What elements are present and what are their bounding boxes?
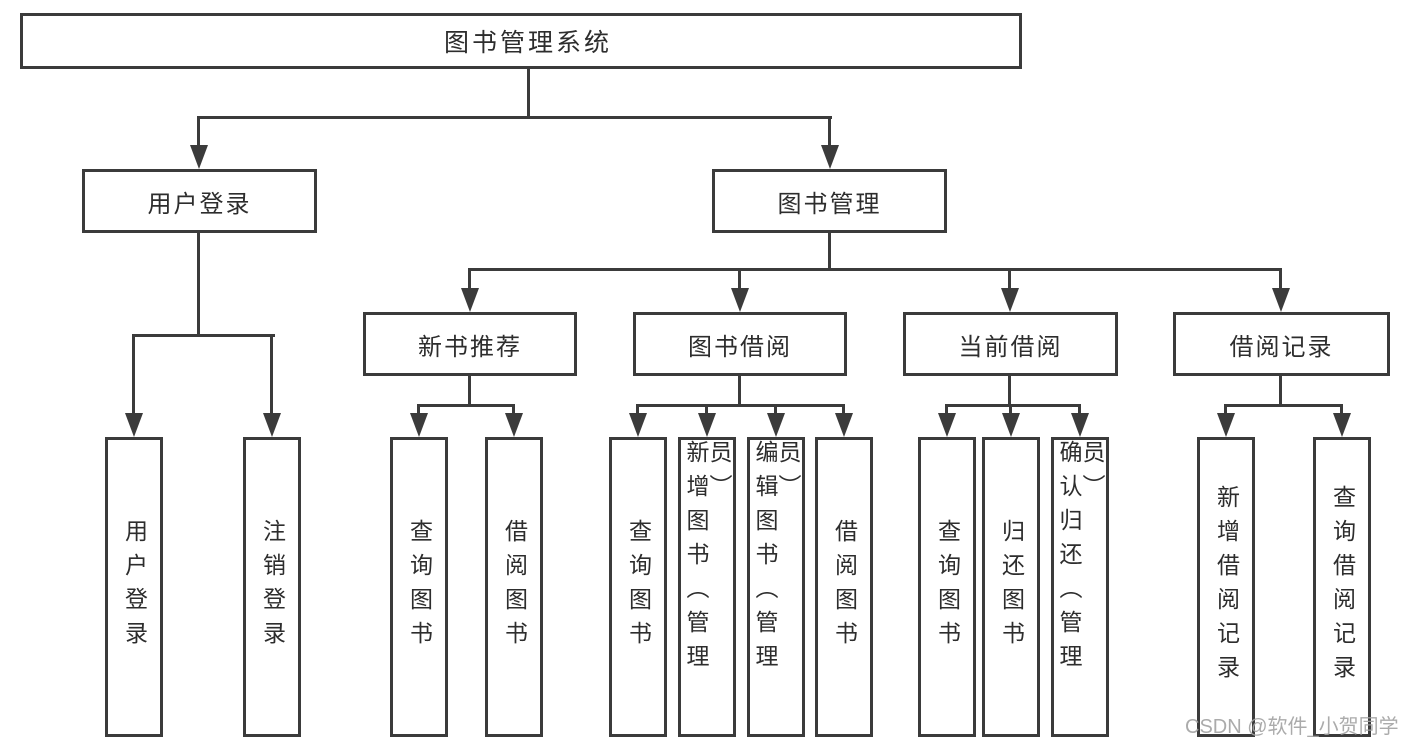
arrowhead-icon	[1333, 413, 1351, 437]
leaf-label: 新增借阅记录	[1213, 485, 1240, 689]
connector-line	[774, 404, 777, 413]
leaf-confirm-return-admin: 确认归还（管理员）	[1051, 437, 1109, 737]
connector-line	[1008, 376, 1011, 407]
node-borrowing-records: 借阅记录	[1173, 312, 1390, 376]
leaf-label: 查询图书	[406, 519, 433, 655]
leaf-return-books: 归还图书	[982, 437, 1040, 737]
node-book-borrowing: 图书借阅	[633, 312, 847, 376]
leaf-label: 查询图书	[934, 519, 961, 655]
connector-line	[469, 268, 1282, 271]
arrowhead-icon	[821, 145, 839, 169]
connector-line	[738, 268, 741, 288]
arrowhead-icon	[731, 288, 749, 312]
connector-line	[828, 116, 831, 145]
leaf-label: 用户登录	[121, 519, 148, 655]
connector-line	[468, 268, 471, 288]
connector-line	[1224, 404, 1227, 413]
leaf-label: 注销登录	[259, 519, 286, 655]
connector-line	[705, 404, 708, 413]
leaf-label: 编辑图书（管理员）	[752, 440, 801, 678]
leaf-query-books-current: 查询图书	[918, 437, 976, 737]
arrowhead-icon	[835, 413, 853, 437]
leaf-logout: 注销登录	[243, 437, 301, 737]
arrowhead-icon	[629, 413, 647, 437]
node-label: 图书管理	[777, 190, 882, 218]
leaf-query-borrow-record: 查询借阅记录	[1313, 437, 1371, 737]
connector-line	[945, 404, 948, 413]
connector-line	[842, 404, 845, 413]
leaf-label: 归还图书	[998, 519, 1025, 655]
arrowhead-icon	[505, 413, 523, 437]
connector-line	[828, 233, 831, 271]
node-new-book-recommendation: 新书推荐	[363, 312, 577, 376]
connector-line	[1279, 268, 1282, 288]
arrowhead-icon	[698, 413, 716, 437]
connector-line	[197, 233, 200, 337]
csdn-watermark: CSDN @软件_小贺同学	[1185, 716, 1399, 738]
node-label: 新书推荐	[418, 333, 522, 361]
node-book-management: 图书管理	[712, 169, 947, 233]
connector-line	[198, 116, 832, 119]
connector-line	[1226, 404, 1342, 407]
connector-line	[1340, 404, 1343, 413]
connector-line	[738, 376, 741, 407]
leaf-query-books-borrowing: 查询图书	[609, 437, 667, 737]
connector-line	[1078, 404, 1081, 413]
connector-line	[638, 404, 844, 407]
leaf-add-book-admin: 新增图书（管理员）	[678, 437, 736, 737]
connector-line	[947, 404, 1080, 407]
arrowhead-icon	[410, 413, 428, 437]
connector-line	[1008, 268, 1011, 288]
leaf-borrow-books-newbook: 借阅图书	[485, 437, 543, 737]
leaf-label: 确认归还（管理员）	[1056, 440, 1105, 678]
connector-line	[419, 404, 515, 407]
leaf-query-books-newbook: 查询图书	[390, 437, 448, 737]
node-user-login: 用户登录	[82, 169, 317, 233]
connector-line	[133, 334, 275, 337]
arrowhead-icon	[190, 145, 208, 169]
connector-line	[512, 404, 515, 413]
node-library-management-system: 图书管理系统	[20, 13, 1022, 69]
arrowhead-icon	[461, 288, 479, 312]
arrowhead-icon	[767, 413, 785, 437]
node-label: 用户登录	[147, 190, 252, 218]
node-current-borrowing: 当前借阅	[903, 312, 1118, 376]
connector-line	[1279, 375, 1282, 407]
arrowhead-icon	[938, 413, 956, 437]
node-label: 当前借阅	[958, 333, 1063, 361]
leaf-borrow-books-borrowing: 借阅图书	[815, 437, 873, 737]
arrowhead-icon	[1217, 413, 1235, 437]
leaf-label: 借阅图书	[501, 519, 528, 655]
arrowhead-icon	[1001, 288, 1019, 312]
leaf-label: 查询图书	[625, 519, 652, 655]
arrowhead-icon	[1272, 288, 1290, 312]
connector-line	[1009, 404, 1012, 413]
leaf-user-login: 用户登录	[105, 437, 163, 737]
connector-line	[270, 334, 273, 413]
leaf-edit-book-admin: 编辑图书（管理员）	[747, 437, 805, 737]
arrowhead-icon	[125, 413, 143, 437]
connector-line	[468, 376, 471, 407]
arrowhead-icon	[263, 413, 281, 437]
connector-line	[527, 69, 530, 119]
connector-line	[636, 404, 639, 413]
leaf-label: 借阅图书	[831, 519, 858, 655]
connector-line	[197, 116, 200, 145]
leaf-label: 查询借阅记录	[1329, 485, 1356, 689]
connector-line	[132, 334, 135, 413]
node-label: 图书借阅	[688, 333, 792, 361]
connector-line	[417, 404, 420, 413]
arrowhead-icon	[1071, 413, 1089, 437]
leaf-add-borrow-record: 新增借阅记录	[1197, 437, 1255, 737]
leaf-label: 新增图书（管理员）	[683, 440, 732, 678]
arrowhead-icon	[1002, 413, 1020, 437]
node-label: 图书管理系统	[443, 29, 612, 57]
node-label: 借阅记录	[1229, 333, 1334, 361]
